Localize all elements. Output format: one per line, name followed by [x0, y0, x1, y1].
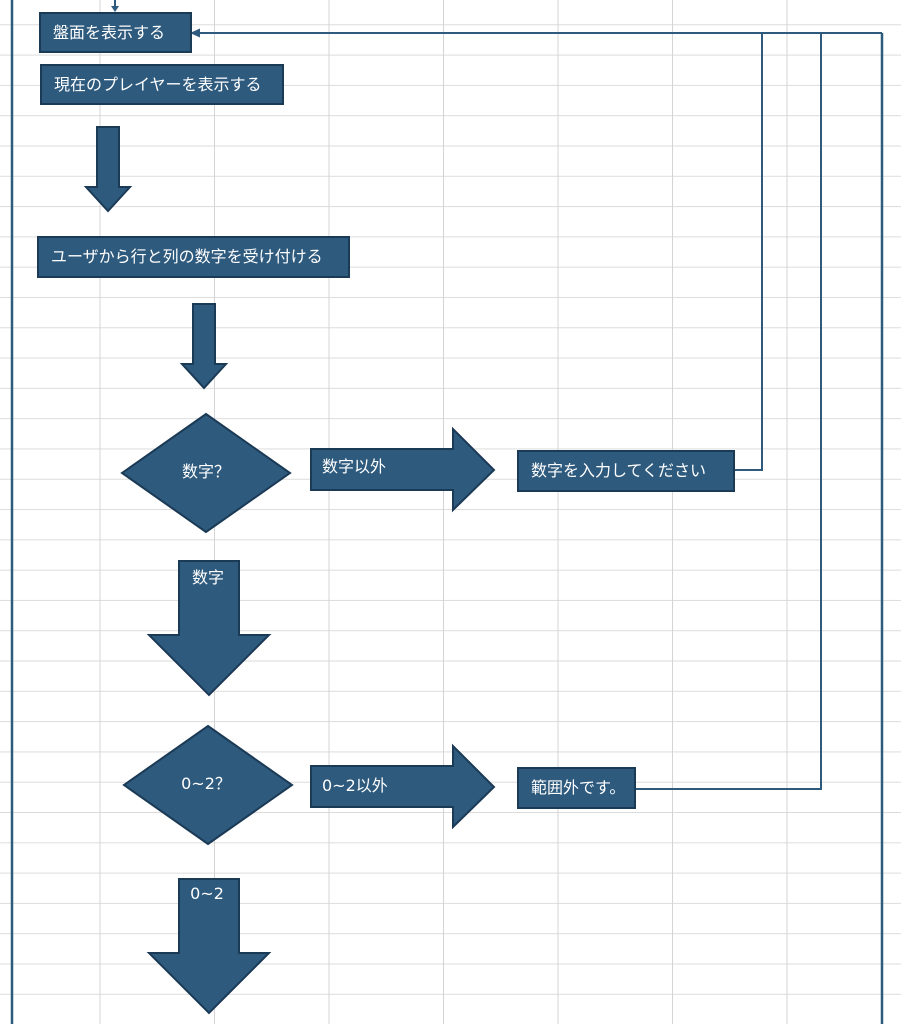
box-get-input-label: ユーザから行と列の数字を受け付ける: [51, 247, 323, 266]
decision-is-number: [120, 412, 292, 534]
return-arrowhead: [190, 28, 200, 38]
decision-in-range: [122, 724, 294, 846]
box-out-of-range-msg: 範囲外です。: [517, 767, 636, 809]
down-arrow-2: [179, 303, 229, 390]
decision-is-number-label: 数字？: [181, 462, 231, 481]
arrow-in-range-label: 0~2: [190, 884, 224, 903]
right-arrow-not-number: [310, 426, 496, 513]
down-arrow-number: [146, 560, 272, 697]
box-show-board-label: 盤面を表示する: [53, 22, 166, 42]
right-arrow-out-of-range: [310, 743, 496, 830]
return-connector-range: [636, 33, 822, 790]
arrow-not-number-label: 数字以外: [322, 457, 387, 476]
arrow-out-of-range-label: 0~2以外: [322, 776, 388, 795]
incoming-arrowhead: [111, 6, 119, 12]
box-enter-number-msg: 数字を入力してください: [517, 450, 735, 492]
down-arrow-1: [83, 126, 133, 213]
box-show-board: 盤面を表示する: [39, 12, 192, 53]
box-out-of-range-msg-label: 範囲外です。: [531, 778, 626, 797]
box-get-input: ユーザから行と列の数字を受け付ける: [37, 236, 350, 278]
down-arrow-in-range: [146, 878, 272, 1015]
return-connector-number: [735, 33, 763, 471]
box-show-player-label: 現在のプレイヤーを表示する: [54, 74, 262, 94]
arrow-number-label: 数字: [191, 568, 225, 587]
decision-in-range-label: 0~2？: [181, 774, 231, 793]
box-show-player: 現在のプレイヤーを表示する: [40, 64, 284, 105]
box-enter-number-msg-label: 数字を入力してください: [531, 461, 707, 480]
